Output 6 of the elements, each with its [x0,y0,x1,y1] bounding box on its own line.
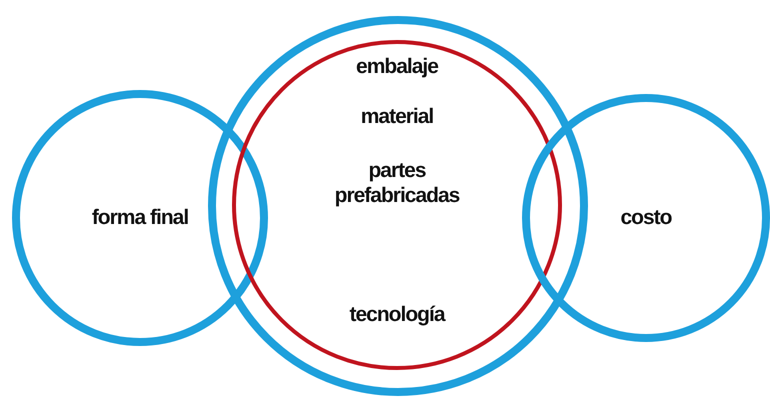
circle-label: tecnología [349,302,444,327]
circle-label: material [360,104,434,129]
circle-label: embalaje [356,54,438,79]
circle-label: costo [620,205,672,230]
circle-label: forma final [92,205,188,230]
circle-label: partes prefabricadas [334,158,460,208]
